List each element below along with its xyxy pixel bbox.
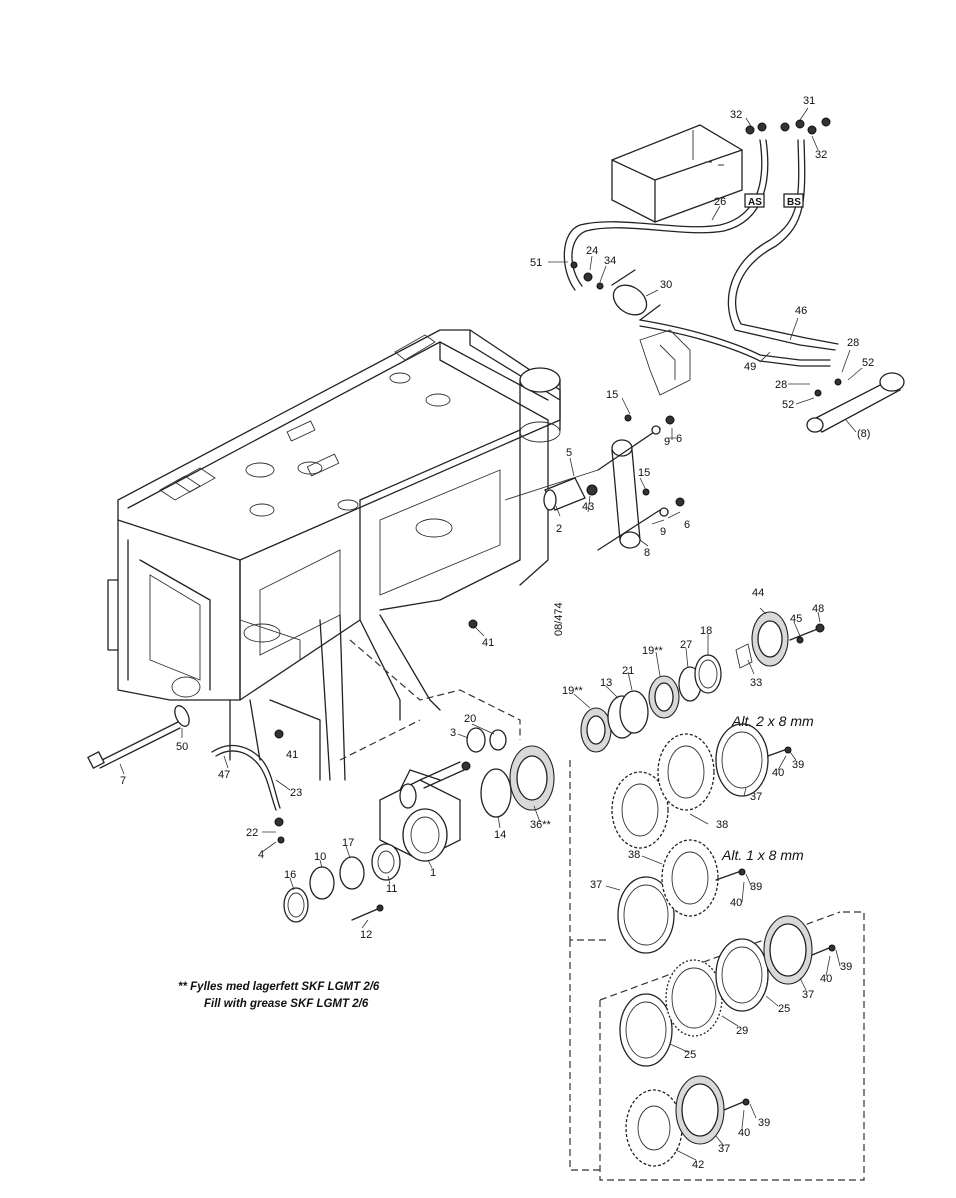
callout: 31 — [803, 95, 815, 107]
callout: 36** — [530, 819, 552, 831]
callout: 32 — [815, 149, 827, 161]
callout: 15 — [606, 389, 618, 401]
callout: 37 — [802, 989, 814, 1001]
callout: 21 — [622, 665, 634, 677]
svg-text:BS: BS — [787, 197, 801, 208]
callout: 30 — [660, 279, 672, 291]
alt-2-label: Alt. 2 x 8 mm — [731, 713, 814, 729]
callout: 11 — [386, 883, 397, 895]
callout: 33 — [750, 677, 762, 689]
callout: 24 — [586, 245, 598, 257]
callout: 40 — [772, 767, 784, 779]
sprocket-and-disc-set — [569, 723, 865, 1181]
grease-note-no: ** Fylles med lagerfett SKF LGMT 2/6 — [178, 981, 380, 993]
callout: 4 — [258, 849, 264, 861]
grease-note-en: Fill with grease SKF LGMT 2/6 — [204, 998, 369, 1010]
callout: 7 — [120, 775, 126, 787]
callout: 25 — [778, 1003, 790, 1015]
callout: 32 — [730, 109, 742, 121]
callout: 41 — [286, 749, 298, 761]
wheel-hub-assembly — [87, 611, 825, 923]
port-label-as: AS — [744, 193, 765, 208]
callout: 39 — [750, 881, 762, 893]
callout: 6 — [676, 433, 682, 445]
leader-lines — [119, 107, 863, 1161]
callout: 8 — [644, 547, 650, 559]
callout: 39 — [840, 961, 852, 973]
callout: 25 — [684, 1049, 696, 1061]
hose-assembly — [563, 117, 905, 433]
callout: 37 — [750, 791, 762, 803]
alt-1-label: Alt. 1 x 8 mm — [721, 847, 804, 863]
callout: 46 — [795, 305, 807, 317]
callout: 48 — [812, 603, 824, 615]
callout: 41 — [482, 637, 494, 649]
callout-labels: 32 31 32 26 51 24 34 30 46 49 28 52 28 5… — [120, 95, 874, 1171]
hydraulic-motor-block — [611, 124, 743, 223]
callout: 50 — [176, 741, 188, 753]
callout: 1 — [430, 867, 436, 879]
callout: 16 — [284, 869, 296, 881]
callout: 15 — [638, 467, 650, 479]
callout: 19** — [642, 645, 664, 657]
callout: 37 — [718, 1143, 730, 1155]
callout: 45 — [790, 613, 802, 625]
callout: 5 — [566, 447, 572, 459]
callout: 28 — [775, 379, 787, 391]
callout: 52 — [782, 399, 794, 411]
callout: 28 — [847, 337, 859, 349]
callout: 51 — [530, 257, 542, 269]
callout: 43 — [582, 501, 594, 513]
callout: 19** — [562, 685, 584, 697]
callout: 29 — [736, 1025, 748, 1037]
callout: 37 — [590, 879, 602, 891]
callout: 14 — [494, 829, 506, 841]
callout: 12 — [360, 929, 372, 941]
callout: 20 — [464, 713, 476, 725]
steering-cylinder — [504, 414, 685, 551]
callout: 18 — [700, 625, 712, 637]
callout: 6 — [684, 519, 690, 531]
callout: 42 — [692, 1159, 704, 1171]
callout: 40 — [738, 1127, 750, 1139]
callout: 9 — [664, 436, 670, 448]
callout: 13 — [600, 677, 612, 689]
callout: 34 — [604, 255, 616, 267]
callout: 3 — [450, 727, 456, 739]
callout: (8) — [857, 428, 870, 440]
callout: 38 — [628, 849, 640, 861]
callout: 17 — [342, 837, 354, 849]
callout: 52 — [862, 357, 874, 369]
drawing-number: 08/474 — [553, 602, 565, 636]
callout: 40 — [730, 897, 742, 909]
callout: 22 — [246, 827, 258, 839]
callout: 39 — [792, 759, 804, 771]
callout: 9 — [660, 526, 666, 538]
svg-text:AS: AS — [748, 197, 762, 208]
callout: 44 — [752, 587, 764, 599]
callout: 27 — [680, 639, 692, 651]
callout: 26 — [714, 196, 726, 208]
chassis-frame — [107, 329, 561, 781]
callout: 23 — [290, 787, 302, 799]
callout: 10 — [314, 851, 326, 863]
callout: 39 — [758, 1117, 770, 1129]
callout: 49 — [744, 361, 756, 373]
callout: 2 — [556, 523, 562, 535]
callout: 38 — [716, 819, 728, 831]
callout: 47 — [218, 769, 230, 781]
port-label-bs: BS — [783, 193, 804, 208]
callout: 40 — [820, 973, 832, 985]
